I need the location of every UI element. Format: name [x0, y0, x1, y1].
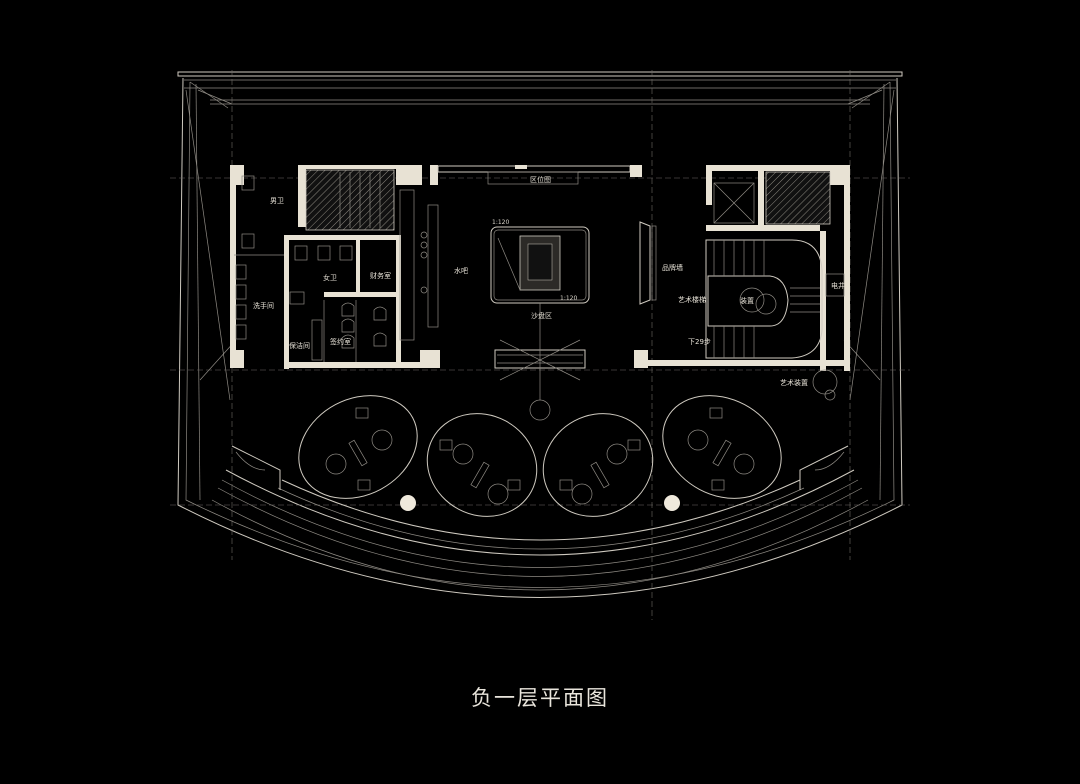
label-water-bar: 水吧 [454, 266, 468, 275]
label-cleaning-room: 保洁间 [289, 341, 310, 350]
restroom-fixtures [235, 175, 387, 361]
label-wash-room: 洗手间 [253, 301, 274, 310]
label-location-map: 区位图 [530, 175, 551, 184]
scale-label-bottom: 1:120 [560, 295, 577, 302]
scale-label-top: 1:120 [492, 219, 509, 226]
label-sand-table-area: 沙盘区 [531, 311, 552, 320]
sofa-bar [428, 303, 648, 421]
room-labels: 男卫 女卫 洗手间 财务室 保洁间 签约室 水吧 区位图 沙盘区 品牌墙 艺术楼… [253, 175, 845, 387]
art-staircase [705, 239, 838, 401]
label-art-installation: 艺术装置 [780, 378, 808, 387]
front-facade [231, 445, 849, 550]
sand-table [490, 226, 590, 304]
left-stair [339, 172, 381, 228]
label-brand-wall: 品牌墙 [662, 263, 683, 272]
label-art-staircase: 艺术楼梯 [678, 295, 706, 304]
water-bar [399, 189, 439, 341]
label-contract-room: 签约室 [330, 337, 351, 346]
lobby-top-wall [437, 165, 642, 185]
label-finance-room: 财务室 [370, 271, 391, 280]
label-mens-restroom: 男卫 [270, 197, 284, 205]
label-womens-restroom: 女卫 [323, 273, 337, 282]
label-down-steps: 下29步 [688, 338, 711, 346]
label-electrical-shaft: 电井 [831, 281, 845, 290]
right-core [640, 165, 850, 371]
brand-wall [639, 221, 657, 305]
label-installation: 装置 [740, 296, 754, 305]
building-envelope [177, 71, 903, 598]
core-walls [230, 165, 440, 369]
meeting-pods [298, 395, 782, 517]
drawing-title: 负一层平面图 [471, 686, 609, 710]
